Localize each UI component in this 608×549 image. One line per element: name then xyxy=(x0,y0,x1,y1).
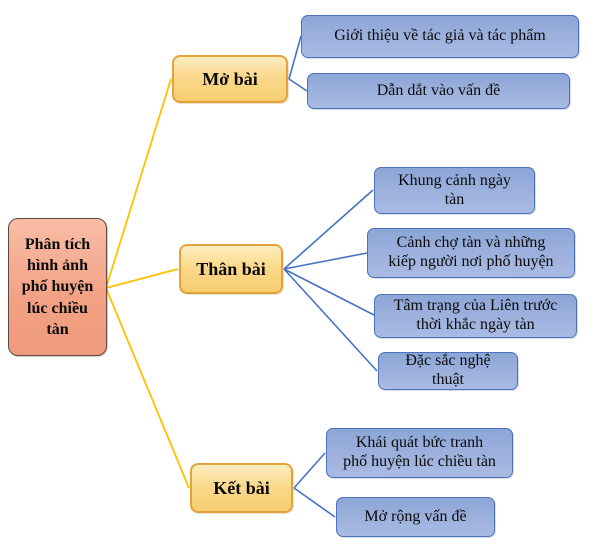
connector-ket-bai-1 xyxy=(293,452,326,489)
leaf-node-gioi-thieu: Giới thiệu về tác giả và tác phẩm xyxy=(301,15,579,58)
branch-node-than-bai: Thân bài xyxy=(179,244,283,294)
connector-than-bai-4 xyxy=(283,268,378,372)
leaf-label: Dẫn dắt vào vấn đề xyxy=(376,81,501,99)
leaf-label: Giới thiệu về tác giả và tác phẩm xyxy=(334,27,546,45)
leaf-node-dac-sac-nghe-thuat: Đặc sắc nghệ thuật xyxy=(378,352,518,390)
connector-mo-bai-2 xyxy=(288,78,308,92)
leaf-label: Tâm trạng của Liên trước thời khắc ngày … xyxy=(393,297,558,333)
leaf-label: Cảnh chợ tàn và những kiếp người nơi phố… xyxy=(388,234,554,270)
connector-root-mo-bai xyxy=(105,78,172,289)
leaf-label: Khái quát bức tranh phố huyện lúc chiều … xyxy=(343,434,496,470)
leaf-node-canh-cho-tan: Cảnh chợ tàn và những kiếp người nơi phố… xyxy=(367,228,575,278)
leaf-label: Đặc sắc nghệ thuật xyxy=(405,352,491,388)
branch-label-than-bai: Thân bài xyxy=(196,258,266,279)
leaf-node-mo-rong: Mở rộng vấn đề xyxy=(336,497,495,537)
leaf-node-dan-dat: Dẫn dắt vào vấn đề xyxy=(307,73,570,109)
connector-than-bai-3 xyxy=(283,268,375,316)
branch-node-ket-bai: Kết bài xyxy=(190,463,293,513)
leaf-node-khung-canh: Khung cảnh ngày tàn xyxy=(374,167,535,214)
connector-root-ket-bai xyxy=(105,287,190,489)
connector-than-bai-2 xyxy=(283,252,368,270)
connector-ket-bai-2 xyxy=(293,487,336,518)
root-node-label: Phân tích hình ảnh phố huyện lúc chiều t… xyxy=(21,235,94,338)
connector-mo-bai-1 xyxy=(288,35,302,80)
branch-label-ket-bai: Kết bài xyxy=(213,477,270,498)
leaf-label: Mở rộng vấn đề xyxy=(364,507,467,525)
connector-root-than-bai xyxy=(105,268,179,289)
leaf-label: Khung cảnh ngày tàn xyxy=(398,171,511,208)
connector-than-bai-1 xyxy=(283,189,374,270)
leaf-node-tam-trang-lien: Tâm trạng của Liên trước thời khắc ngày … xyxy=(374,294,577,338)
leaf-node-khai-quat: Khái quát bức tranh phố huyện lúc chiều … xyxy=(326,428,513,478)
branch-label-mo-bai: Mở bài xyxy=(202,68,258,89)
branch-node-mo-bai: Mở bài xyxy=(172,55,288,103)
root-node: Phân tích hình ảnh phố huyện lúc chiều t… xyxy=(8,218,107,356)
